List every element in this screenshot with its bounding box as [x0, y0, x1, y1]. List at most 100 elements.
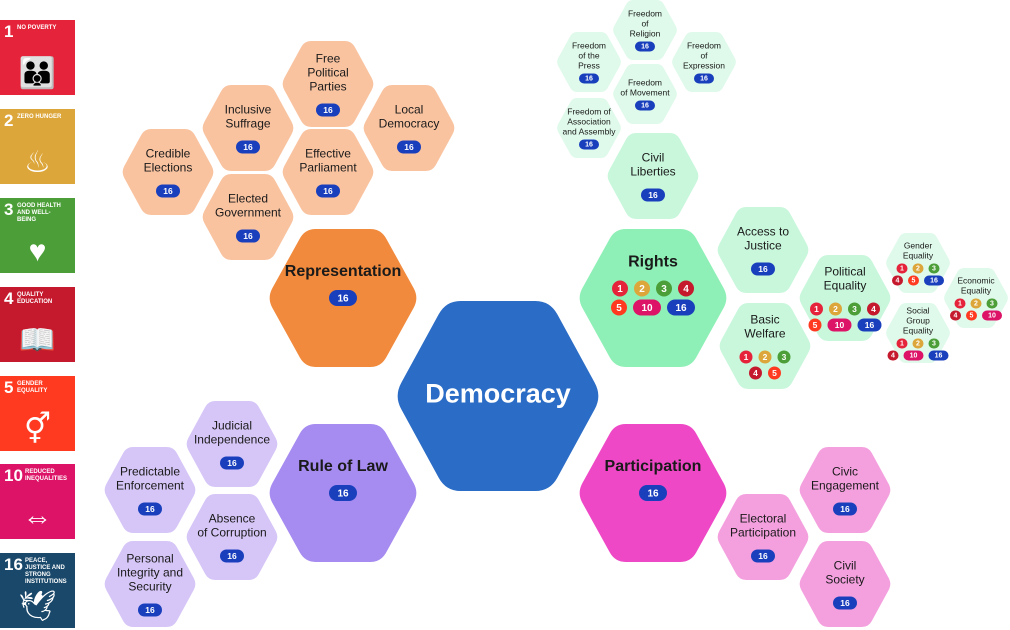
node-label-line: Freedom of	[567, 106, 611, 116]
node-label-line: Equality	[903, 325, 934, 335]
node-label-line: Credible	[146, 146, 191, 160]
node-label-line: Expression	[683, 60, 725, 70]
sdg-16-badge: 16	[751, 549, 775, 563]
heartbeat-icon: ♥	[28, 235, 47, 268]
badge-shape	[579, 139, 599, 150]
sdg-tile-3: 3Good Health and Well-Being♥	[0, 198, 75, 273]
badge-shape	[634, 280, 650, 297]
badge-number: 2	[763, 352, 768, 362]
badge-shape	[758, 350, 772, 364]
badge-number: 4	[954, 313, 958, 320]
hexagon-shape	[579, 229, 727, 367]
node-label-line: Participation	[605, 458, 702, 475]
hexagon-shape	[282, 41, 374, 127]
sdg-16-badge: 16	[694, 73, 714, 84]
sdg-16-badge: 16	[579, 139, 599, 150]
sdg-number: 2	[4, 111, 14, 130]
sdg-title: Zero Hunger	[17, 114, 62, 120]
badge-shape	[751, 549, 775, 563]
badge-number: 16	[840, 598, 850, 608]
sdg-16-badge: 16	[397, 140, 421, 154]
node-label-line: Government	[215, 205, 282, 219]
node-label-line: Integrity and	[117, 565, 183, 579]
sdg-5-badge: 5	[611, 299, 627, 316]
badge-shape	[970, 298, 982, 309]
node-label-line: Enforcement	[116, 478, 185, 492]
node-label-line: Justice	[744, 238, 782, 252]
badge-number: 16	[163, 186, 173, 196]
sdg-3-badge: 3	[986, 298, 998, 309]
badge-number: 16	[648, 190, 658, 200]
sdg-16-badge: 16	[316, 103, 340, 117]
sdg-5-badge: 5	[768, 366, 781, 380]
node-label-line: Liberties	[630, 164, 675, 178]
sdg-10-badge: 10	[982, 310, 1002, 321]
node-label-line: Equality	[824, 278, 867, 292]
node-label-line: Civil	[642, 150, 665, 164]
hexagon-shape	[202, 174, 294, 260]
node-label-line: Democracy	[379, 116, 440, 130]
hexagon-shape	[186, 494, 278, 580]
badge-shape	[950, 310, 961, 321]
sdg-1-badge: 1	[810, 302, 823, 316]
badge-shape	[857, 318, 882, 332]
sdg-tile-10: 10Reduced Inequalities⇔	[0, 464, 75, 539]
sdg-5-badge: 5	[808, 318, 822, 332]
badge-shape	[329, 485, 357, 501]
node-label-line: Representation	[285, 263, 401, 280]
node-label-line: Local	[395, 102, 424, 116]
badge-number: 1	[958, 301, 962, 308]
sdg-16-badge: 16	[329, 290, 357, 306]
node-label-line: Parties	[309, 79, 346, 93]
badge-number: 16	[935, 353, 943, 360]
sdg-10-badge: 10	[633, 299, 661, 316]
sdg-number: 3	[4, 200, 14, 219]
badge-shape	[635, 41, 655, 52]
badge-shape	[236, 229, 260, 243]
node-label-line: Press	[578, 60, 600, 70]
badge-shape	[329, 290, 357, 306]
sdg-16-badge: 16	[928, 350, 949, 361]
node-label-line: Gender	[904, 240, 933, 250]
representation-hexagon: Representation 16	[269, 229, 417, 367]
sdg-3-badge: 3	[928, 263, 940, 274]
badge-number: 3	[990, 301, 994, 308]
badge-number: 4	[891, 353, 895, 360]
badge-shape	[749, 366, 762, 380]
sdg-16-badge: 16	[138, 603, 162, 617]
badge-number: 16	[865, 320, 875, 330]
badge-number: 4	[753, 368, 758, 378]
node-label-line: of the	[578, 50, 600, 60]
node-label-line: Predictable	[120, 464, 180, 478]
badge-shape	[887, 350, 899, 361]
badge-shape	[928, 338, 940, 349]
hexagon-shape	[282, 129, 374, 215]
hexagon-shape	[122, 129, 214, 215]
sdg-2-badge: 2	[912, 263, 924, 274]
sdg-16-badge: 16	[236, 229, 260, 243]
sdg-2-badge: 2	[912, 338, 924, 349]
node-label-line: Equality	[961, 285, 992, 295]
badge-number: 1	[900, 266, 904, 273]
sdg-number: 16	[4, 555, 23, 574]
hexagon-shape	[363, 85, 455, 171]
badge-number: 16	[243, 142, 253, 152]
sdg-10-badge: 10	[827, 318, 852, 332]
